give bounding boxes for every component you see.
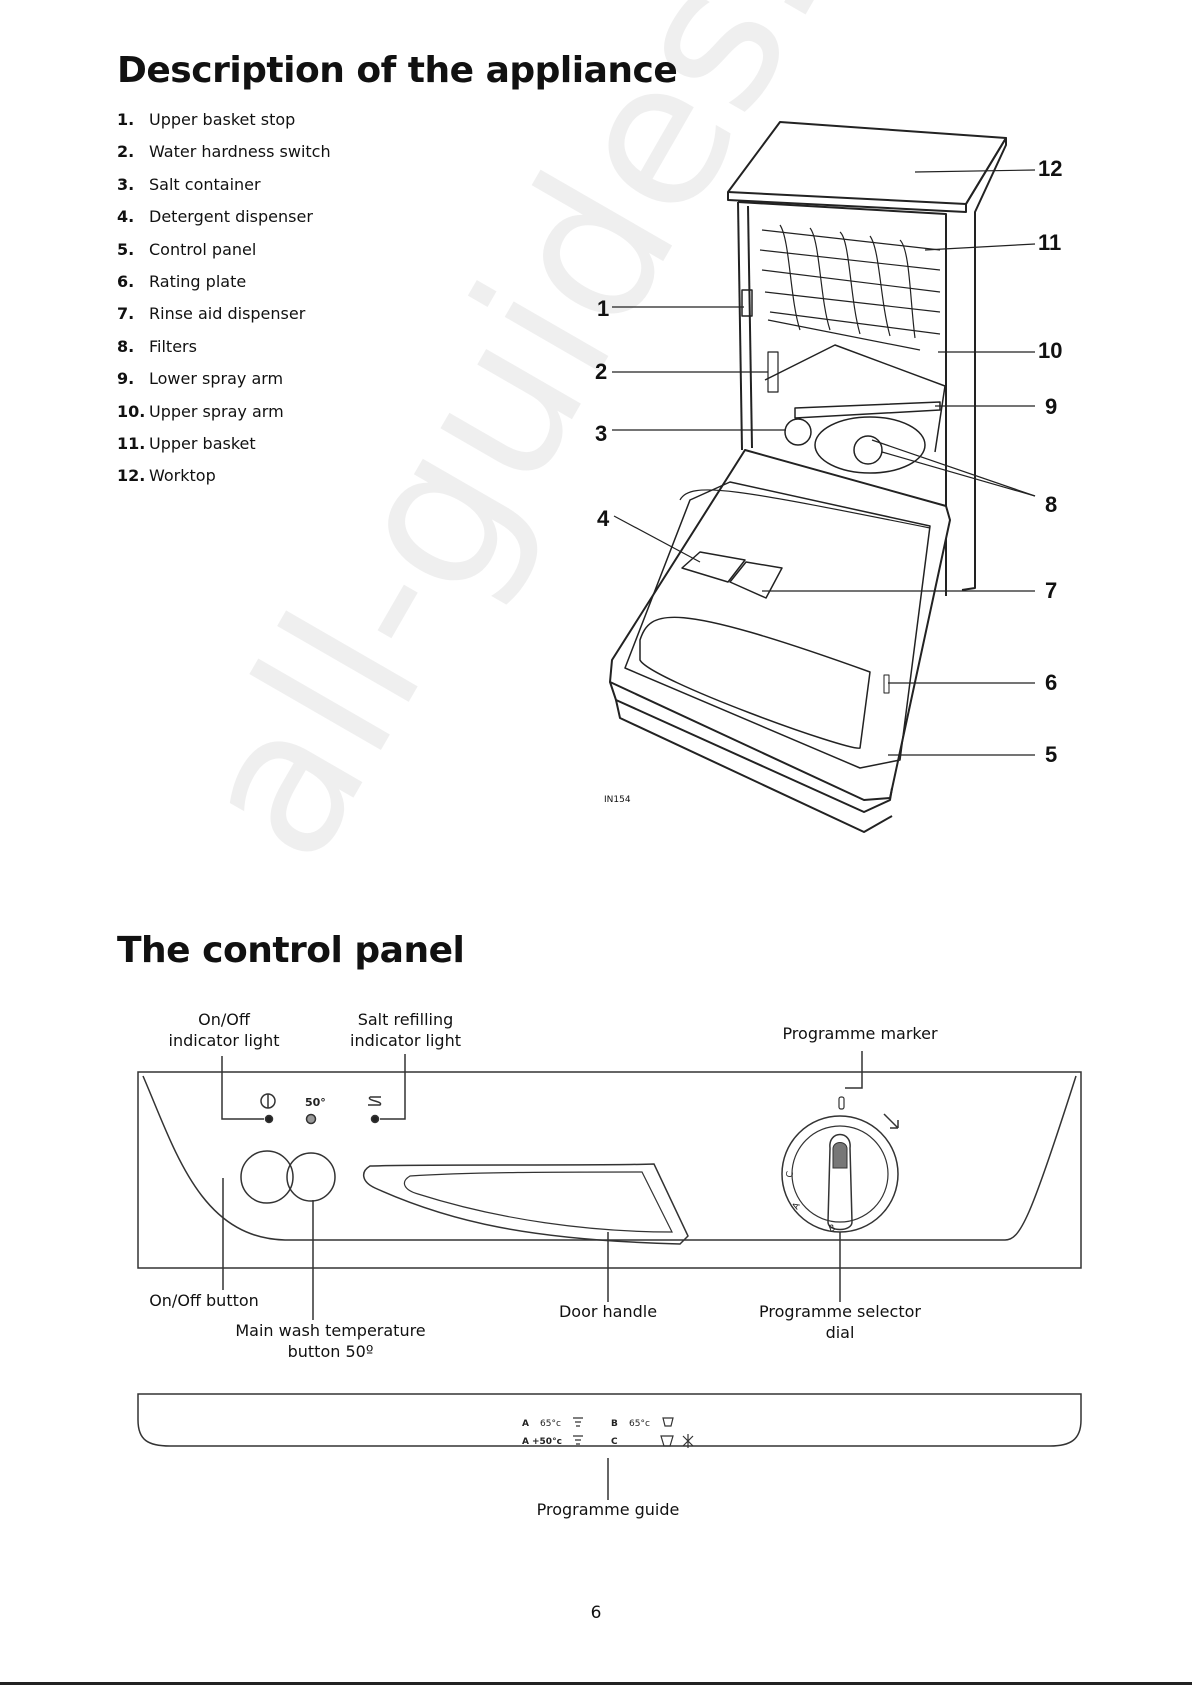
parts-list-item: 3.Salt container	[117, 174, 261, 194]
callout-7: 7	[1045, 578, 1058, 603]
parts-list-item: 9.Lower spray arm	[117, 369, 284, 389]
parts-list-item: 4.Detergent dispenser	[117, 207, 313, 227]
parts-list-item: 12.Worktop	[117, 466, 216, 486]
guide-b-temp: 65°c	[629, 1419, 650, 1429]
dial-letter-b: B	[828, 1223, 837, 1235]
dial-letter-a: A	[791, 1200, 803, 1211]
door-handle-label: Door handle	[558, 1302, 658, 1321]
dial-letter-c: C	[785, 1171, 796, 1179]
salt-indicator-label: Salt refilling indicator light	[350, 1010, 461, 1050]
figure-code: IN154	[604, 795, 631, 805]
guide-a2-temp: +50°c	[532, 1437, 562, 1447]
guide-a2: A	[522, 1437, 529, 1447]
guide-c: C	[611, 1437, 618, 1447]
callout-11: 11	[1038, 230, 1062, 255]
guide-a1-temp: 65°c	[540, 1419, 561, 1429]
onoff-button-label: On/Off button	[149, 1291, 259, 1310]
callout-10: 10	[1038, 338, 1063, 363]
temp-button-label: Main wash temperature button 50º	[235, 1321, 426, 1361]
temp-mark: 50°	[305, 1096, 326, 1109]
programme-selector-label: Programme selector dial	[759, 1302, 921, 1342]
dishwasher-illustration	[609, 121, 1036, 833]
guide-a1: A	[522, 1419, 529, 1429]
section-title-appliance: Description of the appliance	[117, 50, 678, 91]
callout-1: 1	[597, 296, 610, 321]
callout-12: 12	[1038, 156, 1063, 181]
callout-2: 2	[595, 359, 608, 384]
callout-8: 8	[1045, 492, 1058, 517]
parts-list-item: 1.Upper basket stop	[117, 110, 296, 129]
programme-marker-label: Programme marker	[782, 1024, 938, 1043]
onoff-indicator-label: On/Off indicator light	[168, 1010, 280, 1050]
page-bottom-rule	[0, 1682, 1192, 1685]
guide-b: B	[611, 1419, 618, 1429]
parts-list-item: 7.Rinse aid dispenser	[117, 304, 306, 324]
callout-4: 4	[597, 506, 610, 531]
parts-list: 1.Upper basket stop 2.Water hardness swi…	[117, 107, 331, 496]
callout-5: 5	[1045, 742, 1058, 767]
programme-guide-label: Programme guide	[536, 1500, 680, 1519]
parts-list-item: 10.Upper spray arm	[117, 401, 284, 421]
parts-list-item: 11.Upper basket	[117, 433, 256, 453]
page-number: 6	[590, 1603, 602, 1623]
parts-list-item: 6.Rating plate	[117, 271, 247, 291]
callout-9: 9	[1045, 394, 1058, 419]
parts-list-item: 5.Control panel	[117, 239, 257, 259]
callout-6: 6	[1045, 670, 1058, 695]
section-title-control-panel: The control panel	[117, 930, 465, 971]
parts-list-item: 8.Filters	[117, 336, 197, 356]
callout-3: 3	[595, 421, 608, 446]
parts-list-item: 2.Water hardness switch	[117, 142, 331, 162]
